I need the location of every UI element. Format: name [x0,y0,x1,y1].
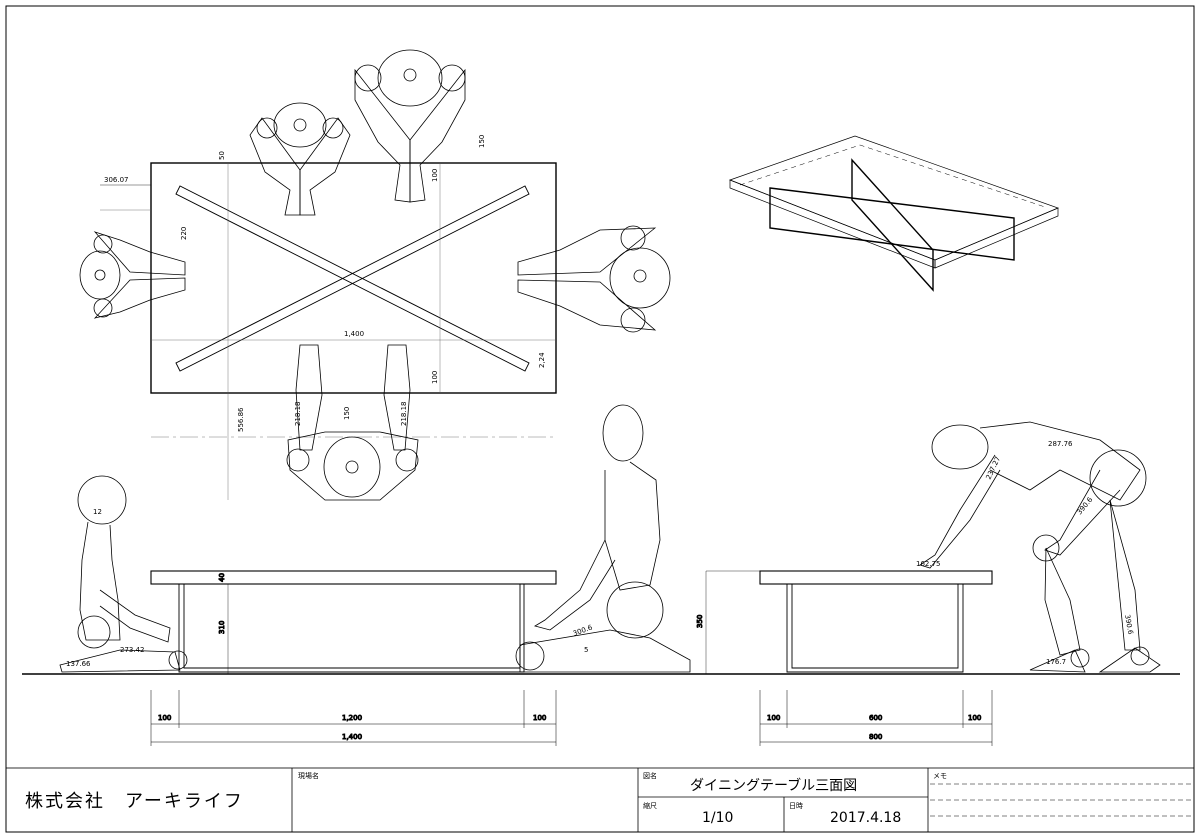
dim-front-leg-right: 100 [533,714,546,722]
label-torso: 237.27 [985,455,1003,481]
dim-plan-bottom-total: 556.86 [237,407,245,432]
front-elevation: 40 310 100 1,200 100 1,400 [59,404,691,746]
memo-label: メモ [933,772,947,780]
label-seat: 137.66 [66,660,91,668]
label-forearm-b: 218.18 [400,402,408,427]
dim-plan-bottom-reach: 150 [343,407,351,420]
dim-plan-top-reach: 150 [478,135,486,148]
side-elevation: 350 100 600 100 800 [696,421,1161,746]
dim-front-total: 1,400 [342,733,362,741]
iso-leg-a [769,187,1015,261]
front-legs [178,584,525,673]
label-hand: 162.75 [916,560,941,568]
dim-side-height: 350 [696,615,704,628]
dim-plan-top-gap: 50 [218,151,226,160]
dim-side-span: 600 [869,714,882,722]
figure-labels: 218.18 218.18 300.6 390.6 390.6 176.7 12… [66,402,1134,669]
label-thigh: 390.6 [1075,495,1094,516]
front-table-top [150,570,557,585]
date-value: 2017.4.18 [830,810,901,826]
front-figure-right [515,404,691,673]
plan-x-legs [175,185,530,372]
dim-side-leg-right: 100 [968,714,981,722]
dim-top-thickness: 40 [218,573,226,582]
label-knee: 273.42 [120,646,145,654]
iso-leg-b [851,158,934,292]
side-table-top [759,570,993,585]
plan-view [79,49,671,501]
sheet-border [5,5,1195,833]
dim-plan-top-inner: 100 [431,169,439,182]
title-block [5,767,1195,833]
site-label: 現場名 [298,771,319,780]
dim-plan-width: 1,400 [344,330,364,338]
side-figure-bending [919,421,1161,673]
iso-table-top [728,135,1059,261]
drawing-name: ダイニングテーブル三面図 [690,777,857,794]
dim-plan-left-reach: 220 [180,227,188,240]
plan-table-top [150,162,557,394]
dim-front-span: 1,200 [342,714,362,722]
plan-figure-top-left [249,102,351,216]
label-hip: 5 [584,646,588,654]
drawing-name-label: 図名 [643,771,657,780]
dim-side-total: 800 [869,733,882,741]
dim-leg-height: 310 [218,621,226,634]
side-legs [786,584,964,673]
iso-view [728,135,1059,292]
plan-figure-left [79,231,186,319]
label-upper-arm: 300.6 [572,623,594,638]
scale-value: 1/10 [702,810,733,826]
plan-figure-top-right [354,49,466,203]
date-label: 日時 [789,802,803,810]
dim-plan-left-offset: 306.07 [104,176,129,184]
company-name: 株式会社 アーキライフ [25,791,244,812]
plan-dimensions: 306.07 50 150 220 100 1,400 2,24 100 150… [100,135,546,432]
front-figure-left [59,475,188,673]
plan-figure-bottom [286,344,419,501]
scale-label: 縮尺 [643,801,657,810]
dim-plan-bottom-inner: 100 [431,371,439,384]
label-shin: 390.6 [1123,614,1134,636]
dim-front-leg-left: 100 [158,714,171,722]
plan-figure-right [517,225,671,333]
label-foot: 176.7 [1046,658,1066,666]
label-reach: 287.76 [1048,440,1073,448]
label-head: 12 [93,508,102,516]
dim-plan-depth: 2,24 [538,352,546,368]
label-forearm-a: 218.18 [294,402,302,427]
dim-side-leg-left: 100 [767,714,780,722]
